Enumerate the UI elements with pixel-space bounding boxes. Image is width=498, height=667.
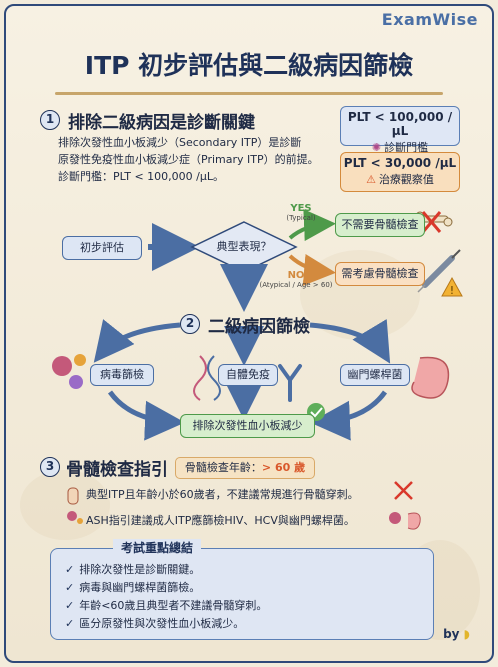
- syringe-icon: [417, 249, 461, 293]
- consider-bone-marrow-box: 需考慮骨髓檢查: [335, 262, 425, 286]
- virus-small-icon: [389, 512, 401, 524]
- h-pylori-box: 幽門螺桿菌: [340, 364, 410, 386]
- summary-item-text: 年齡<60歲且典型者不建議骨髓穿刺。: [79, 599, 268, 612]
- arrow-hp-to-result: [310, 390, 388, 441]
- stomach-small-icon: [407, 512, 421, 530]
- age-value: > 60 歲: [261, 461, 306, 474]
- threshold-treatment-value: PLT < 30,000 /μL: [343, 156, 457, 170]
- summary-title: 考試重點總結: [113, 539, 202, 556]
- arrow-yes: [288, 209, 336, 242]
- check-icon: ✓: [65, 563, 75, 576]
- initial-assessment-box: 初步評估: [62, 236, 142, 260]
- section-3-line-2: ASH指引建議成人ITP應篩檢HIV、HCV與幽門螺桿菌。: [86, 514, 355, 527]
- yes-subtext: (Typical): [286, 214, 316, 222]
- age-label: 骨髓檢查年齡：: [184, 461, 262, 474]
- decision-label: 典型表現？: [216, 240, 272, 253]
- no-label: NO (Atypical / Age > 60): [258, 270, 334, 289]
- arrow-no: [288, 253, 336, 286]
- threshold-treatment-label: 治療觀察值: [378, 173, 434, 186]
- virus-screening-box: 病毒篩檢: [90, 364, 154, 386]
- banana-icon: ◗: [463, 627, 470, 641]
- check-icon: ✓: [65, 617, 75, 630]
- arrow-to-virus: [93, 319, 181, 363]
- yes-text: YES: [290, 203, 312, 214]
- summary-box: 考試重點總結 ✓ 排除次發性是診斷關鍵。 ✓ 病毒與幽門螺桿菌篩檢。 ✓ 年齡<60歲…: [50, 539, 434, 640]
- virus-icon: ✺: [371, 141, 382, 154]
- section-3-title: 骨髓檢查指引: [66, 460, 168, 480]
- cross-icon: [421, 211, 442, 233]
- exclude-secondary-box: 排除次發性血小板減少: [180, 414, 315, 438]
- summary-item: ✓ 年齡<60歲且典型者不建議骨髓穿刺。: [65, 597, 267, 615]
- section-1-text: 排除次發性血小板減少（Secondary ITP）是診斷 原發性免疫性血小板減少…: [58, 134, 333, 185]
- summary-item: ✓ 區分原發性與次發性血小板減少。: [65, 615, 267, 633]
- signature-text: by: [443, 627, 460, 641]
- section-1-number: 1: [40, 110, 60, 130]
- summary-item: ✓ 排除次發性是診斷關鍵。: [65, 561, 267, 579]
- summary-item-text: 病毒與幽門螺桿菌篩檢。: [79, 581, 201, 594]
- autoimmune-box: 自體免疫: [218, 364, 278, 386]
- bone-marrow-icon: [67, 487, 79, 505]
- section-1-line: 原發性免疫性血小板減少症（Primary ITP）的前提。: [58, 153, 319, 166]
- summary-item: ✓ 病毒與幽門螺桿菌篩檢。: [65, 579, 267, 597]
- no-text: NO: [287, 270, 305, 281]
- threshold-diagnosis-label: 診斷門檻: [384, 141, 429, 154]
- summary-list: ✓ 排除次發性是診斷關鍵。 ✓ 病毒與幽門螺桿菌篩檢。 ✓ 年齡<60歲且典型者不建議…: [65, 561, 267, 633]
- title-underline: [55, 92, 443, 95]
- section-3-number: 3: [40, 457, 60, 477]
- no-bone-marrow-box: 不需要骨髓檢查: [335, 213, 425, 237]
- germ-icon: [67, 511, 83, 524]
- threshold-treatment-badge: PLT < 30,000 /μL ⚠治療觀察值: [340, 152, 460, 192]
- svg-text:!: !: [450, 284, 454, 297]
- page-title: ITP 初步評估與二級病因篩檢: [84, 51, 414, 80]
- section-2-number: 2: [180, 314, 200, 334]
- section-2-title: 二級病因篩檢: [208, 317, 310, 337]
- section-1-line: 排除次發性血小板減少（Secondary ITP）是診斷: [58, 136, 302, 149]
- section-1-title: 排除二級病因是診斷關鍵: [68, 113, 255, 133]
- section-3-line-1: 典型ITP且年齡小於60歲者，不建議常規進行骨髓穿刺。: [86, 488, 359, 501]
- check-icon: ✓: [65, 581, 75, 594]
- threshold-diagnosis-badge: PLT < 100,000 /μL ✺診斷門檻: [340, 106, 460, 154]
- yes-label: YES (Typical): [278, 203, 324, 222]
- arrow-to-hp: [309, 318, 391, 364]
- summary-item-text: 排除次發性是診斷關鍵。: [79, 563, 201, 576]
- warning-triangle-icon: !: [441, 276, 463, 297]
- section-1-line: 診斷門檻：PLT < 100,000 /μL。: [58, 170, 224, 183]
- no-subtext: (Atypical / Age > 60): [259, 281, 333, 289]
- warning-icon: ⚠: [366, 173, 376, 186]
- virus-cluster-icon: [52, 354, 86, 389]
- dna-icon: [193, 355, 221, 401]
- threshold-diagnosis-value: PLT < 100,000 /μL: [347, 110, 453, 138]
- antibody-icon: [278, 364, 302, 402]
- bone-marrow-age-badge: 骨髓檢查年齡：> 60 歲: [175, 457, 315, 479]
- paper-stain: [20, 470, 110, 540]
- signature: by ◗: [443, 627, 470, 641]
- brand-logo: ExamWise: [381, 10, 478, 29]
- arrow-virus-to-result: [107, 390, 185, 441]
- no-needle-icon: [394, 481, 413, 500]
- check-icon: ✓: [65, 599, 75, 612]
- summary-item-text: 區分原發性與次發性血小板減少。: [79, 617, 245, 630]
- stomach-icon: [411, 356, 450, 399]
